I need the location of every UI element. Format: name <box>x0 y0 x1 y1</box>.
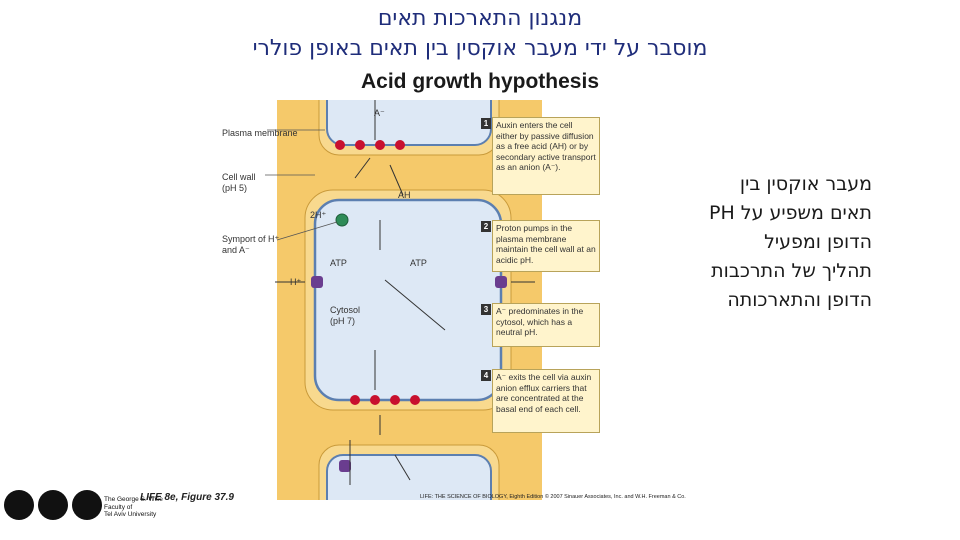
faculty-name: The George S. Wise Faculty of Tel Aviv U… <box>104 496 163 519</box>
callout-number: 3 <box>481 304 491 315</box>
symporter <box>336 214 348 226</box>
proton-pump-bottom <box>339 460 351 472</box>
faculty-logo-icon <box>72 490 102 520</box>
side-text-line: מעבר אוקסין בין <box>650 170 872 199</box>
proton-pump-left <box>311 276 323 288</box>
title-line-1: מנגנון התארכות תאים <box>0 6 960 31</box>
label-atp-right: ATP <box>410 258 427 269</box>
title-line-3: Acid growth hypothesis <box>0 70 960 94</box>
copyright-credit: LIFE: THE SCIENCE OF BIOLOGY, Eighth Edi… <box>420 494 686 500</box>
callout-1: 1 Auxin enters the cell either by passiv… <box>492 117 600 195</box>
university-logo-icon <box>4 490 34 520</box>
callout-number: 1 <box>481 118 491 129</box>
label-cytosol: Cytosol (pH 7) <box>330 305 370 327</box>
label-a-minus: A⁻ <box>374 108 385 119</box>
label-plasma-membrane: Plasma membrane <box>222 128 298 139</box>
side-text-line: תהליך של התרכבות <box>650 257 872 286</box>
callout-4: 4 A⁻ exits the cell via auxin anion effl… <box>492 369 600 433</box>
faculty-line: Faculty of <box>104 504 163 512</box>
proton-pump-right <box>495 276 507 288</box>
seal-logo-icon <box>38 490 68 520</box>
label-cell-wall: Cell wall (pH 5) <box>222 172 266 194</box>
side-text-line: תאים משפיע על PH <box>650 199 872 228</box>
side-text-line: הדופן והתארכותה <box>650 286 872 315</box>
top-cell-cytosol <box>327 100 491 145</box>
callout-text: A⁻ predominates in the cytosol, which ha… <box>496 306 583 337</box>
middle-cell-cytosol <box>315 200 501 400</box>
label-symport: Symport of H⁺ and A⁻ <box>222 234 280 256</box>
callout-number: 4 <box>481 370 491 381</box>
callout-2: 2 Proton pumps in the plasma membrane ma… <box>492 220 600 272</box>
callout-text: Auxin enters the cell either by passive … <box>496 120 596 172</box>
faculty-line: The George S. Wise <box>104 496 163 504</box>
side-text-line: הדופן ומפעיל <box>650 228 872 257</box>
callout-3: 3 A⁻ predominates in the cytosol, which … <box>492 303 600 347</box>
label-ah: AH <box>398 190 411 201</box>
callout-number: 2 <box>481 221 491 232</box>
faculty-line: Tel Aviv University <box>104 511 163 519</box>
callout-text: A⁻ exits the cell via auxin anion efflux… <box>496 372 591 414</box>
label-atp-left: ATP <box>330 258 347 269</box>
label-2h: 2H⁺ <box>310 210 326 221</box>
title-line-2: מוסבר על ידי מעבר אוקסין בין תאים באופן … <box>0 36 960 61</box>
label-h-plus: H⁺ <box>290 277 301 288</box>
side-text: מעבר אוקסין בין תאים משפיע על PH הדופן ו… <box>650 170 872 315</box>
callout-text: Proton pumps in the plasma membrane main… <box>496 223 596 265</box>
